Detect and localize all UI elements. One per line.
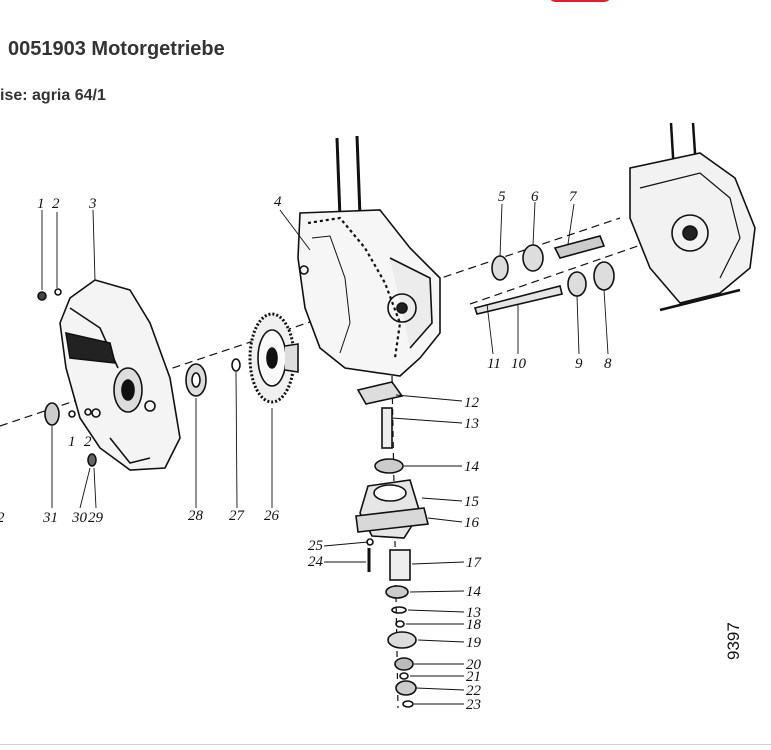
label-part-4: 4 <box>274 194 282 210</box>
page-title: 0051903 Motorgetriebe <box>8 38 225 60</box>
leader-lines <box>41 201 609 705</box>
label-part-9: 9 <box>575 356 583 372</box>
label-part-19: 19 <box>466 635 482 651</box>
label-part-left-edge: 2 <box>0 510 5 526</box>
washer-27 <box>231 358 241 372</box>
label-part-6: 6 <box>531 189 539 205</box>
label-part-31: 31 <box>42 510 58 526</box>
label-part-23: 23 <box>466 697 481 713</box>
label-part-8: 8 <box>604 356 612 372</box>
label-part-15: 15 <box>464 494 480 510</box>
exploded-parts-diagram: 1 2 3 4 5 6 7 8 9 10 11 12 13 14 15 16 1… <box>0 118 760 718</box>
label-part-21: 21 <box>466 669 481 685</box>
label-part-14: 14 <box>464 459 480 475</box>
label-part-2: 2 <box>52 196 60 212</box>
seal-31 <box>44 402 60 426</box>
label-part-13b: 13 <box>466 605 481 621</box>
label-part-18: 18 <box>466 617 482 633</box>
bevel-assembly <box>355 381 429 708</box>
label-part-11: 11 <box>487 356 501 372</box>
rear-housing <box>629 122 756 312</box>
page-subtitle: ise: agria 64/1 <box>0 87 106 104</box>
crankcase <box>297 135 441 377</box>
label-part-3: 3 <box>88 196 97 212</box>
label-part-14b: 14 <box>466 584 482 600</box>
label-part-22: 22 <box>466 683 482 699</box>
label-part-12: 12 <box>464 395 480 411</box>
label-part-24: 24 <box>308 554 324 570</box>
label-part-27: 27 <box>229 508 246 524</box>
label-part-7: 7 <box>569 189 578 205</box>
drawing-number: 9397 <box>724 622 743 660</box>
header-accent-tab[interactable] <box>548 0 612 2</box>
label-part-13: 13 <box>464 416 479 432</box>
label-part-1b: 1 <box>68 434 76 450</box>
label-part-1: 1 <box>37 196 45 212</box>
parts-drawing: 1 2 3 4 5 6 7 8 9 10 11 12 13 14 15 16 1… <box>0 122 756 713</box>
label-part-17: 17 <box>466 555 483 571</box>
label-part-26: 26 <box>264 508 280 524</box>
label-part-2b: 2 <box>84 434 92 450</box>
bottom-divider <box>0 744 771 745</box>
label-part-5: 5 <box>498 189 506 205</box>
label-part-29: 29 <box>88 510 104 526</box>
gear-set <box>473 235 615 315</box>
label-part-10: 10 <box>511 356 527 372</box>
label-part-20: 20 <box>466 657 482 673</box>
label-part-25: 25 <box>308 538 324 554</box>
label-part-16: 16 <box>464 515 480 531</box>
label-part-30: 30 <box>71 510 88 526</box>
housing-cover <box>59 279 181 471</box>
ring-gear <box>248 312 299 404</box>
label-part-28: 28 <box>188 508 204 524</box>
assembly-axis-vertical <box>391 375 399 709</box>
